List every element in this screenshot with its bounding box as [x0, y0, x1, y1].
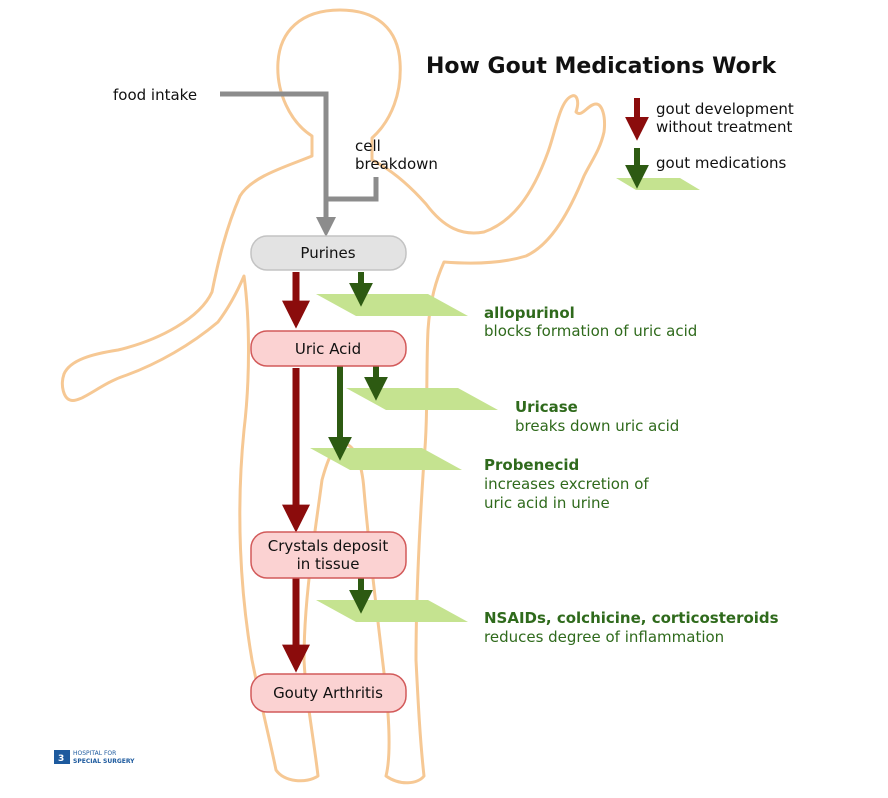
allopurinol-plane — [316, 294, 468, 316]
cell-breakdown-label-1: cell — [355, 137, 381, 155]
nsaids-plane — [316, 600, 468, 622]
nsaids-desc: reduces degree of inflammation — [484, 628, 724, 646]
legend-green-plane — [616, 178, 700, 190]
uricase-desc: breaks down uric acid — [515, 417, 679, 435]
allopurinol-desc: blocks formation of uric acid — [484, 322, 697, 340]
hss-logo-line1: HOSPITAL FOR — [73, 750, 116, 757]
food-intake-label: food intake — [113, 86, 197, 104]
stage-crystals-label-2: in tissue — [297, 555, 360, 573]
cell-breakdown-label-2: breakdown — [355, 155, 438, 173]
probenecid-name: Probenecid — [484, 456, 579, 474]
stage-crystals-label-1: Crystals deposit — [268, 537, 389, 555]
cell-breakdown-arrow — [326, 177, 379, 202]
probenecid-plane — [310, 448, 462, 470]
uricase-plane — [346, 388, 498, 410]
svg-text:3: 3 — [58, 754, 64, 764]
uricase-name: Uricase — [515, 398, 578, 416]
hss-logo-mark — [54, 750, 70, 764]
food-intake-arrow — [220, 91, 336, 237]
legend-red-label-2: without treatment — [656, 118, 793, 136]
legend-green-label: gout medications — [656, 154, 787, 172]
allopurinol-name: allopurinol — [484, 304, 575, 322]
nsaids-name: NSAIDs, colchicine, corticosteroids — [484, 609, 779, 627]
stage-purines-label: Purines — [300, 244, 355, 262]
probenecid-desc-2: uric acid in urine — [484, 494, 610, 512]
stage-crystals: Crystals deposit in tissue — [250, 531, 407, 579]
body-outline — [60, 8, 606, 785]
diagram-title: How Gout Medications Work — [426, 54, 778, 79]
stage-uric-acid: Uric Acid — [250, 330, 407, 367]
stage-gouty-arthritis-label: Gouty Arthritis — [273, 684, 383, 702]
hss-logo: 3 HOSPITAL FOR SPECIAL SURGERY — [54, 750, 135, 765]
stage-purines: Purines — [250, 235, 407, 271]
hss-logo-line2: SPECIAL SURGERY — [73, 758, 135, 765]
probenecid-desc-1: increases excretion of — [484, 475, 649, 493]
legend-red-label-1: gout development — [656, 100, 794, 118]
stage-gouty-arthritis: Gouty Arthritis — [250, 673, 407, 713]
stage-uric-acid-label: Uric Acid — [295, 340, 361, 358]
